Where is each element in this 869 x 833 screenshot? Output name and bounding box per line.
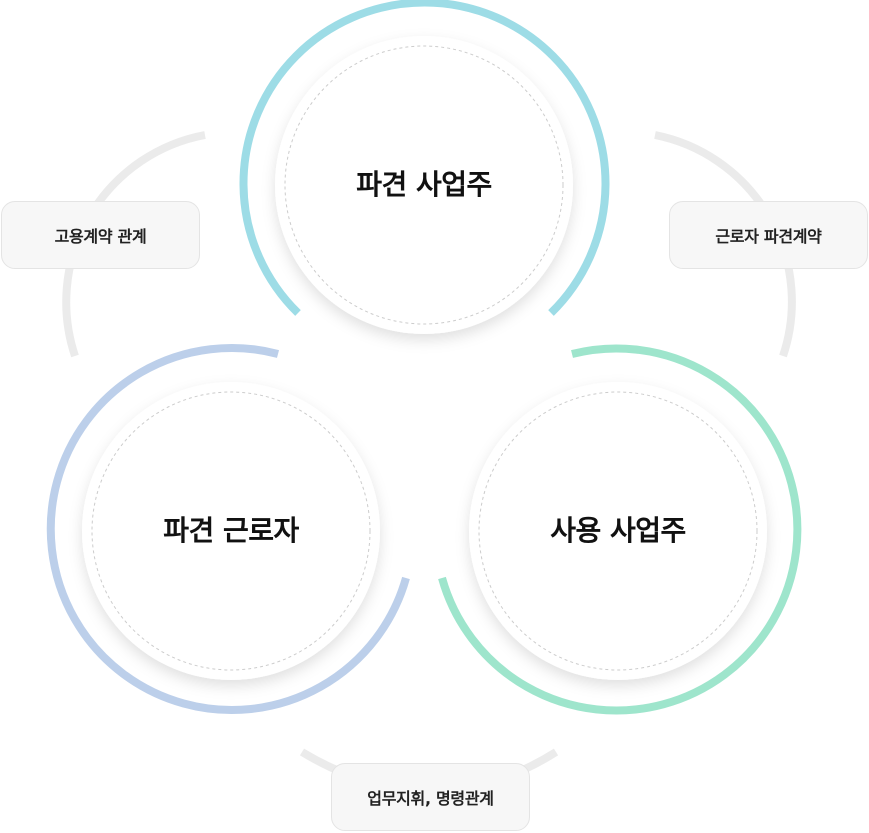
- relation-label-command: 업무지휘, 명령관계: [331, 763, 530, 831]
- node-dashed-ring-dispatched-worker: [91, 391, 371, 671]
- node-dispatch-employer: 파견 사업주: [239, 0, 610, 334]
- node-label-dispatch-employer: 파견 사업주: [356, 168, 492, 201]
- node-disc-user-employer: [469, 382, 767, 680]
- relation-text-dispatch-contract: 근로자 파견계약: [715, 227, 822, 246]
- node-dashed-ring-dispatch-employer: [284, 45, 564, 325]
- relation-label-dispatch-contract: 근로자 파견계약: [669, 201, 868, 269]
- node-ring-dispatched-worker: [46, 344, 410, 714]
- node-disc-dispatch-employer: [275, 36, 573, 334]
- node-dashed-ring-user-employer: [478, 391, 758, 671]
- relation-text-employment: 고용계약 관계: [54, 227, 147, 246]
- node-ring-dispatch-employer: [239, 0, 610, 316]
- relation-label-employment: 고용계약 관계: [1, 201, 200, 269]
- node-disc-dispatched-worker: [82, 382, 380, 680]
- node-dispatched-worker: 파견 근로자: [46, 344, 410, 714]
- relation-text-command: 업무지휘, 명령관계: [367, 789, 494, 808]
- node-label-user-employer: 사용 사업주: [550, 514, 686, 547]
- node-ring-user-employer: [438, 344, 802, 715]
- node-user-employer: 사용 사업주: [438, 344, 802, 715]
- node-label-dispatched-worker: 파견 근로자: [163, 514, 299, 547]
